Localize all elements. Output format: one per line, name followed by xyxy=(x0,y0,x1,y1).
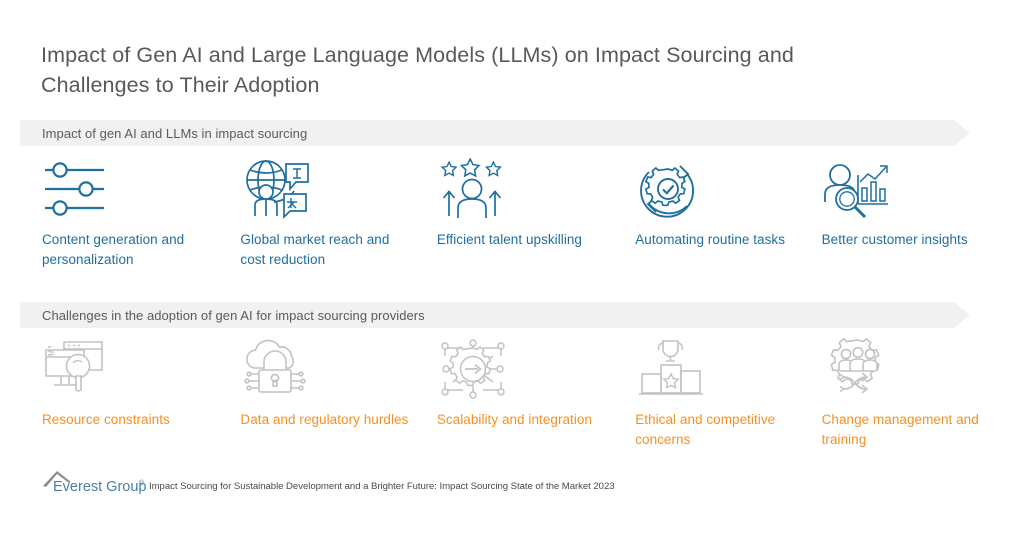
benefit-item-label: Better customer insights xyxy=(821,232,968,247)
benefit-item-global-market-reach: Global market reach and cost reduction xyxy=(240,158,422,269)
challenge-item-label: Scalability and integration xyxy=(436,412,593,427)
challenge-item-ethical-competitive: Ethical and competitive concerns xyxy=(635,338,817,449)
benefit-item-label: Global market reach and cost reduction xyxy=(240,232,390,267)
footer: Everest Group ® Impact Sourcing for Sust… xyxy=(41,468,615,495)
person-chart-magnifier-icon xyxy=(822,158,1004,220)
challenge-item-data-regulatory: Data and regulatory hurdles xyxy=(240,338,422,449)
person-stars-arrows-icon xyxy=(437,158,619,220)
benefit-item-label: Content generation and personalization xyxy=(42,232,185,267)
podium-trophy-icon xyxy=(635,338,817,400)
benefit-item-talent-upskilling: Efficient talent upskilling xyxy=(437,158,619,269)
benefit-item-customer-insights: Better customer insights xyxy=(822,158,1004,269)
gear-people-shuffle-icon xyxy=(822,338,1004,400)
svg-text:Everest Group: Everest Group xyxy=(53,479,147,495)
cloud-lock-icon xyxy=(240,338,422,400)
benefit-item-content-generation: Content generation and personalization xyxy=(42,158,224,269)
svg-text:®: ® xyxy=(139,479,145,487)
right-edge-divider xyxy=(1022,0,1024,536)
section-banner-label: Challenges in the adoption of gen AI for… xyxy=(42,307,425,323)
gear-network-arrow-icon xyxy=(437,338,619,400)
challenge-item-label: Change management and training xyxy=(821,412,979,447)
monitor-magnifier-icon xyxy=(42,338,224,400)
benefit-item-label: Automating routine tasks xyxy=(635,232,785,247)
challenge-item-label: Resource constraints xyxy=(42,412,170,427)
section-banner-challenges: Challenges in the adoption of gen AI for… xyxy=(20,302,970,328)
benefit-item-label: Efficient talent upskilling xyxy=(436,232,582,247)
section-banner-benefits: Impact of gen AI and LLMs in impact sour… xyxy=(20,120,970,146)
challenge-item-label: Ethical and competitive concerns xyxy=(635,412,776,447)
gear-check-refresh-icon xyxy=(635,158,817,220)
page-title: Impact of Gen AI and Large Language Mode… xyxy=(41,43,794,97)
benefit-item-automating-routine-tasks: Automating routine tasks xyxy=(635,158,817,269)
challenge-item-resource-constraints: Resource constraints xyxy=(42,338,224,449)
globe-translation-icon xyxy=(240,158,422,220)
challenge-item-change-management: Change management and training xyxy=(822,338,1004,449)
challenge-item-label: Data and regulatory hurdles xyxy=(240,412,409,427)
everest-group-logo: Everest Group ® xyxy=(41,468,147,495)
benefits-row: Content generation and personalization xyxy=(20,158,1004,269)
sliders-icon xyxy=(42,158,224,220)
section-banner-label: Impact of gen AI and LLMs in impact sour… xyxy=(42,125,308,141)
challenge-item-scalability-integration: Scalability and integration xyxy=(437,338,619,449)
challenges-row: Resource constraints xyxy=(20,338,1004,449)
mountain-caret-icon: Everest Group ® xyxy=(43,471,147,495)
footer-source-text: Impact Sourcing for Sustainable Developm… xyxy=(149,480,615,492)
